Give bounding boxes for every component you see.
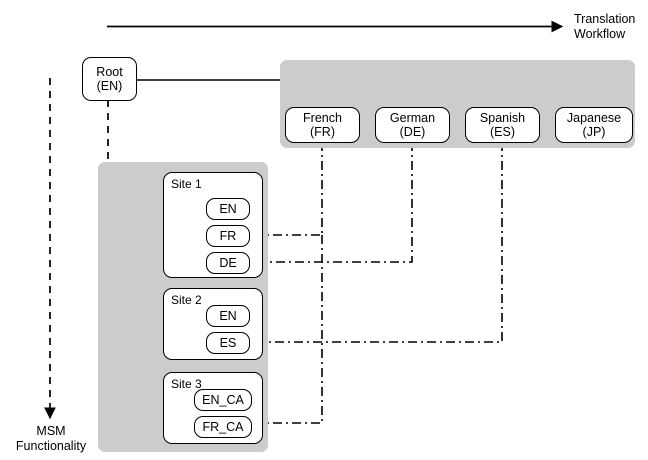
site-box-2[interactable]: Site 2 EN ES	[163, 288, 263, 360]
site-1-chip-fr[interactable]: FR	[206, 225, 250, 247]
french-to-site3-fr-ca	[256, 235, 323, 429]
node-root[interactable]: Root (EN)	[82, 57, 137, 101]
site-box-3[interactable]: Site 3 EN_CA FR_CA	[163, 372, 263, 444]
node-language-spanish[interactable]: Spanish (ES)	[465, 107, 540, 143]
site-2-chip-es[interactable]: ES	[206, 332, 250, 354]
french-to-site1-fr	[256, 142, 323, 241]
node-language-german[interactable]: German (DE)	[375, 107, 450, 143]
spanish-to-site2-es	[256, 142, 503, 348]
translation-workflow-label: Translation Workflow	[574, 12, 636, 41]
site-3-chip-en-ca[interactable]: EN_CA	[194, 389, 252, 411]
node-language-french-name: French	[303, 111, 342, 125]
node-language-german-name: German	[389, 111, 436, 125]
site-1-chip-de[interactable]: DE	[206, 252, 250, 274]
node-root-line2: (EN)	[96, 79, 123, 93]
node-root-line1: Root	[96, 65, 123, 79]
node-language-spanish-name: Spanish	[479, 111, 526, 125]
node-language-french[interactable]: French (FR)	[285, 107, 360, 143]
node-language-french-code: (FR)	[310, 125, 335, 139]
node-language-german-code: (DE)	[399, 125, 426, 139]
site-3-chip-fr-ca[interactable]: FR_CA	[194, 416, 252, 438]
site-2-chip-en[interactable]: EN	[206, 305, 250, 327]
german-to-site1-de	[256, 142, 413, 268]
node-language-spanish-code: (ES)	[490, 125, 515, 139]
site-box-1[interactable]: Site 1 EN FR DE	[163, 172, 263, 278]
node-language-japanese-code: (JP)	[582, 125, 606, 139]
site-3-title: Site 3	[171, 377, 202, 391]
msm-functionality-label: MSM Functionality	[15, 424, 87, 453]
node-language-japanese[interactable]: Japanese (JP)	[555, 107, 633, 143]
site-1-chip-en[interactable]: EN	[206, 198, 250, 220]
site-1-title: Site 1	[171, 177, 202, 191]
site-2-title: Site 2	[171, 293, 202, 307]
node-language-japanese-name: Japanese	[566, 111, 622, 125]
